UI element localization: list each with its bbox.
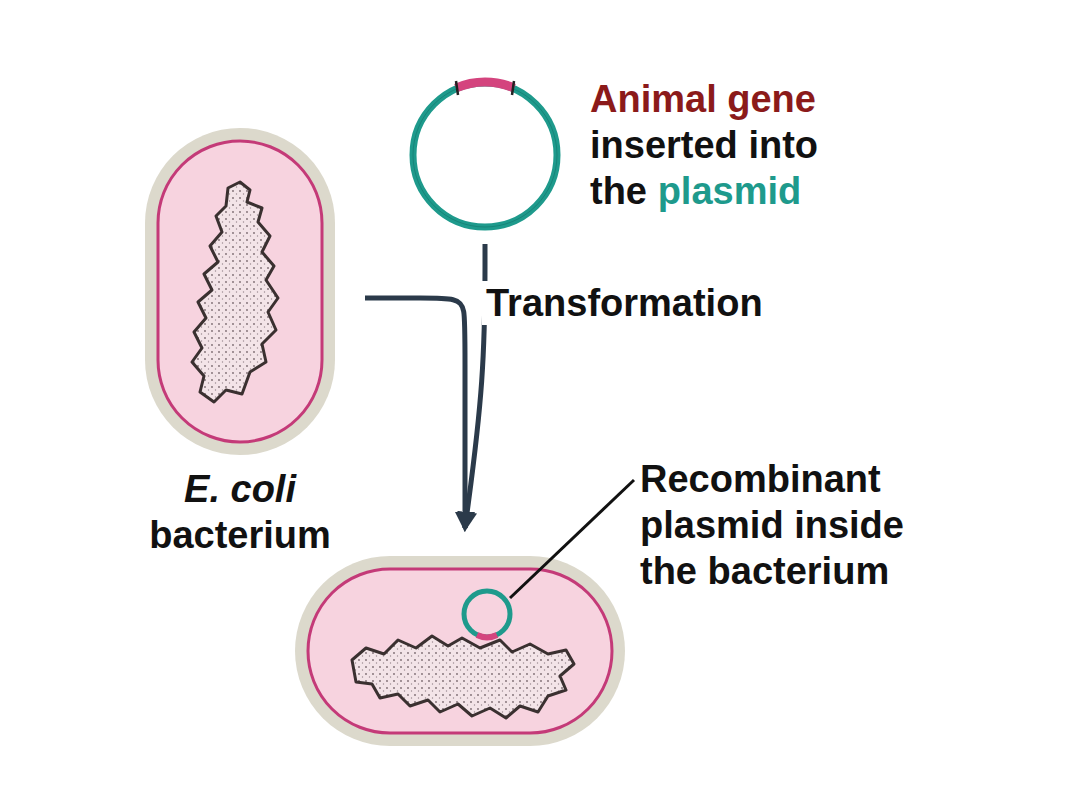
caption-text: the — [590, 170, 647, 212]
transformation-arrow — [365, 298, 465, 528]
caption: E. colibacterium — [105, 466, 375, 558]
caption-text: Animal gene — [590, 76, 910, 122]
bacterium-cell — [295, 556, 625, 746]
caption-text: bacterium — [105, 512, 375, 558]
bacterium-node: E. colibacterium — [145, 128, 335, 455]
recombinant-plasmid — [464, 591, 510, 637]
bacterium-node: Recombinant plasmid inside the bacterium — [295, 556, 625, 746]
bacterium-cell — [145, 128, 335, 455]
caption: Animal geneinserted intothe plasmid — [590, 76, 910, 214]
plasmid — [413, 81, 557, 227]
edge-label: Transformation — [482, 281, 767, 325]
caption-text: Recombinant plasmid inside the bacterium — [640, 456, 970, 594]
caption: Recombinant plasmid inside the bacterium — [640, 456, 970, 594]
plasmid-node: Animal geneinserted intotheplasmid — [410, 80, 560, 230]
leader-line — [510, 480, 634, 598]
caption-text: inserted into — [590, 122, 910, 168]
caption-text: E. coli — [105, 466, 375, 512]
caption-text: plasmid — [658, 170, 802, 212]
chromosome — [192, 182, 278, 402]
chromosome — [352, 636, 574, 718]
